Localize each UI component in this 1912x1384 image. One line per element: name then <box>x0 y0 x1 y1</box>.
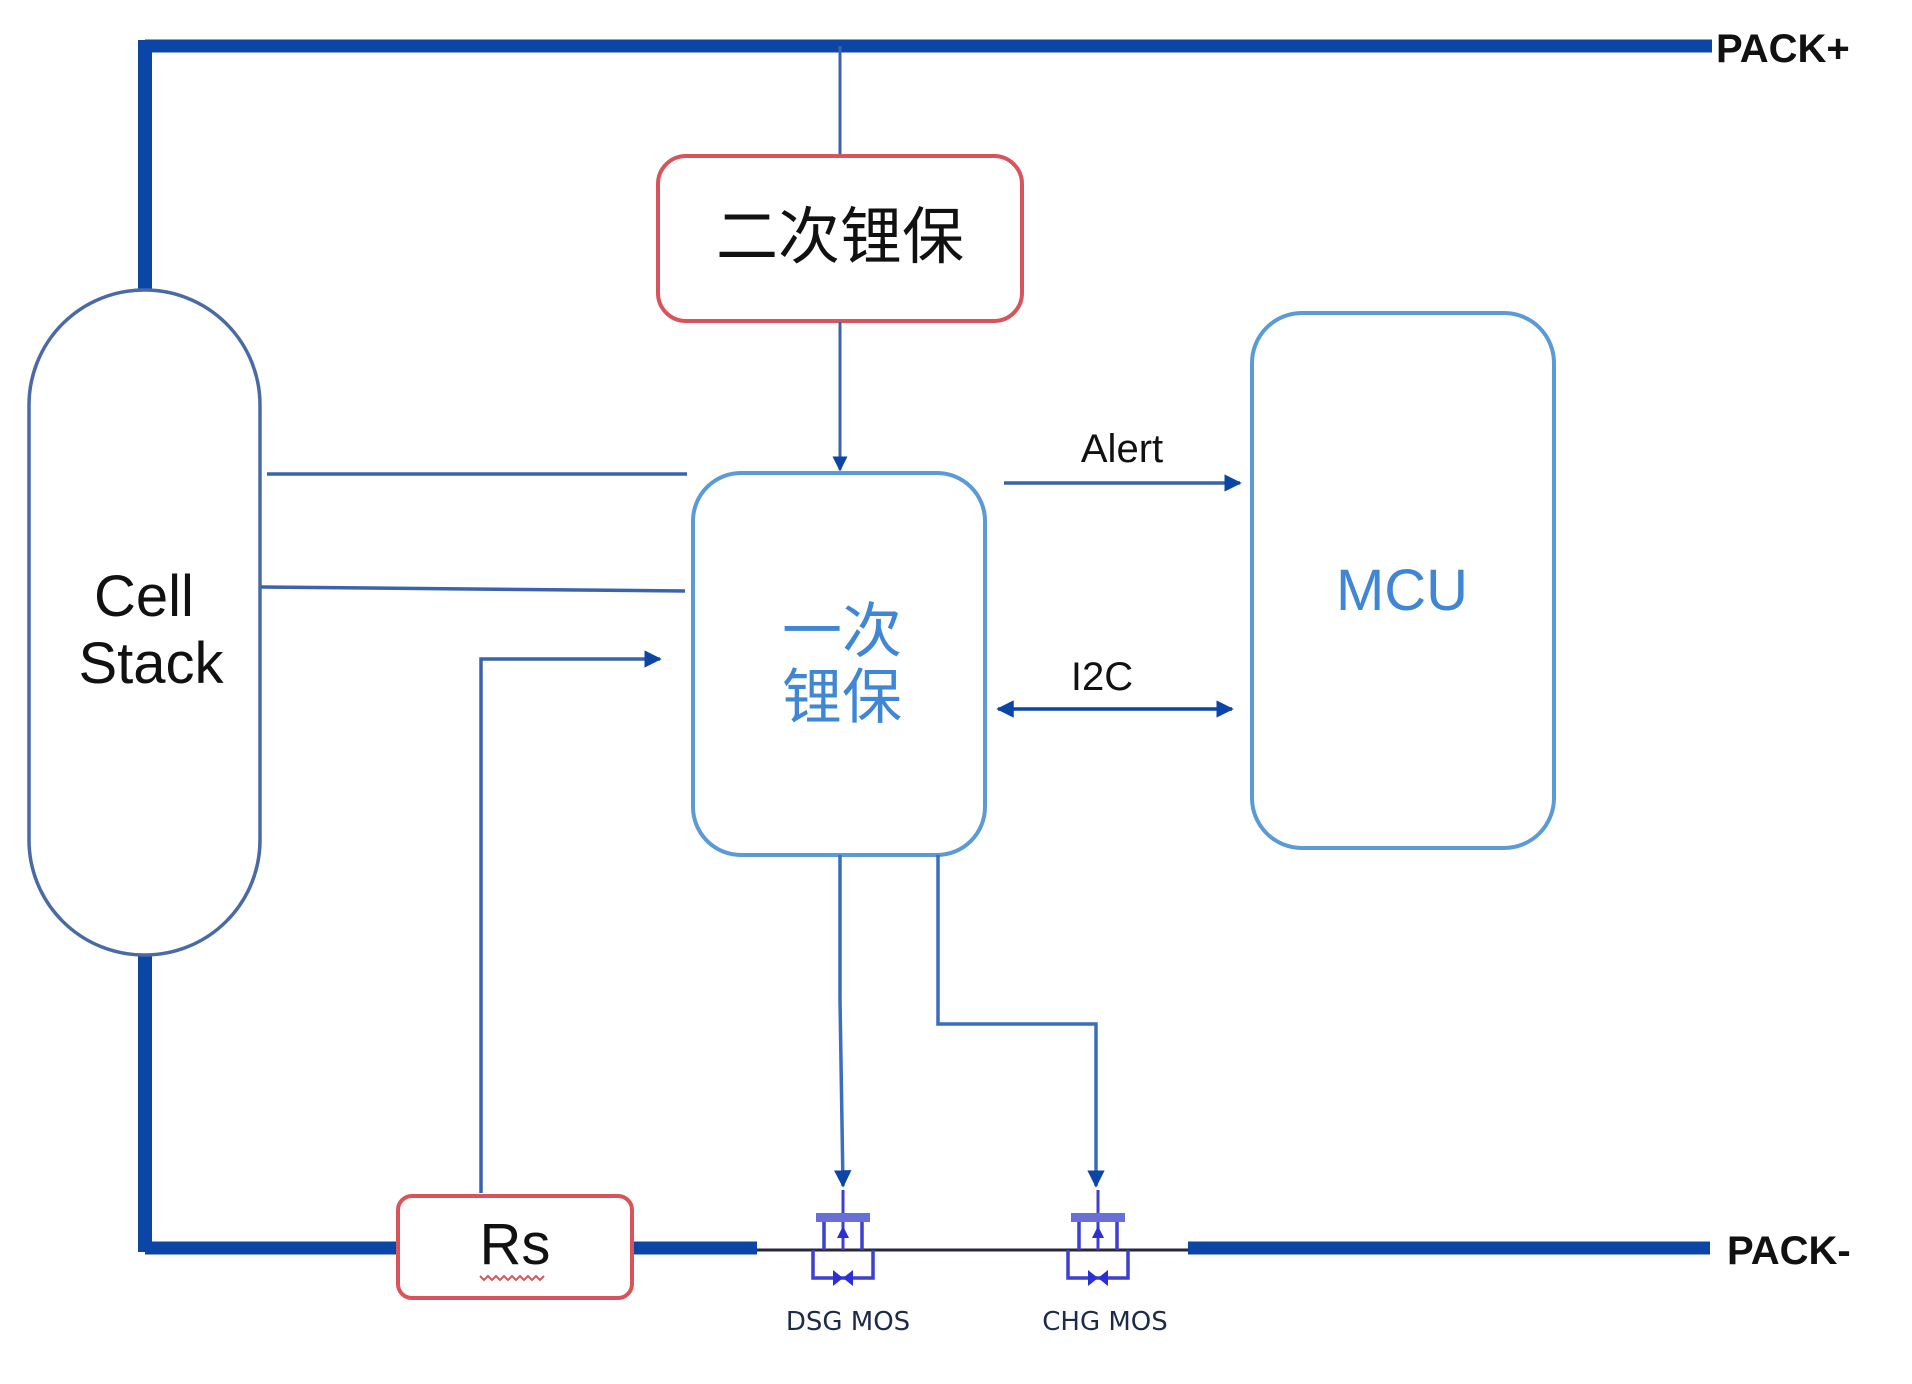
pack-minus-terminal-label: PACK- <box>1727 1229 1851 1273</box>
mcu-label: MCU <box>1336 558 1468 623</box>
cell-stack-label-line2: Stack <box>78 631 224 696</box>
chg-mos-label: CHG MOS <box>1042 1307 1168 1337</box>
spellcheck-squiggle-icon <box>479 1274 545 1282</box>
pack-minus-bus <box>138 954 1710 1255</box>
current-sense-line <box>479 650 662 1193</box>
cell-stack-block <box>27 288 262 957</box>
chg-gate-line <box>936 855 1105 1188</box>
dsg-gate-line <box>833 855 852 1188</box>
cell-stack-label-line1: Cell <box>94 564 194 629</box>
sense-resistor-block <box>396 1194 634 1300</box>
sense-resistor-label: Rs <box>480 1212 551 1277</box>
chg-mosfet-icon <box>1066 1190 1130 1286</box>
dsg-mosfet-icon <box>811 1190 875 1286</box>
mcu-block <box>1250 311 1556 850</box>
pack-plus-terminal-label: PACK+ <box>1716 27 1850 71</box>
dsg-mos-label: DSG MOS <box>786 1307 910 1337</box>
secondary-protector-block <box>656 154 1024 323</box>
primary-protector-label-line2: 锂保 <box>782 664 902 731</box>
pack-plus-bus <box>138 39 1712 292</box>
alert-label: Alert <box>1081 427 1163 471</box>
primary-protector-label-line1: 一次 <box>782 598 902 665</box>
cell-sense-line-2 <box>260 585 686 593</box>
secondary-protector-label: 二次锂保 <box>716 203 964 272</box>
i2c-label: I2C <box>1071 655 1133 699</box>
